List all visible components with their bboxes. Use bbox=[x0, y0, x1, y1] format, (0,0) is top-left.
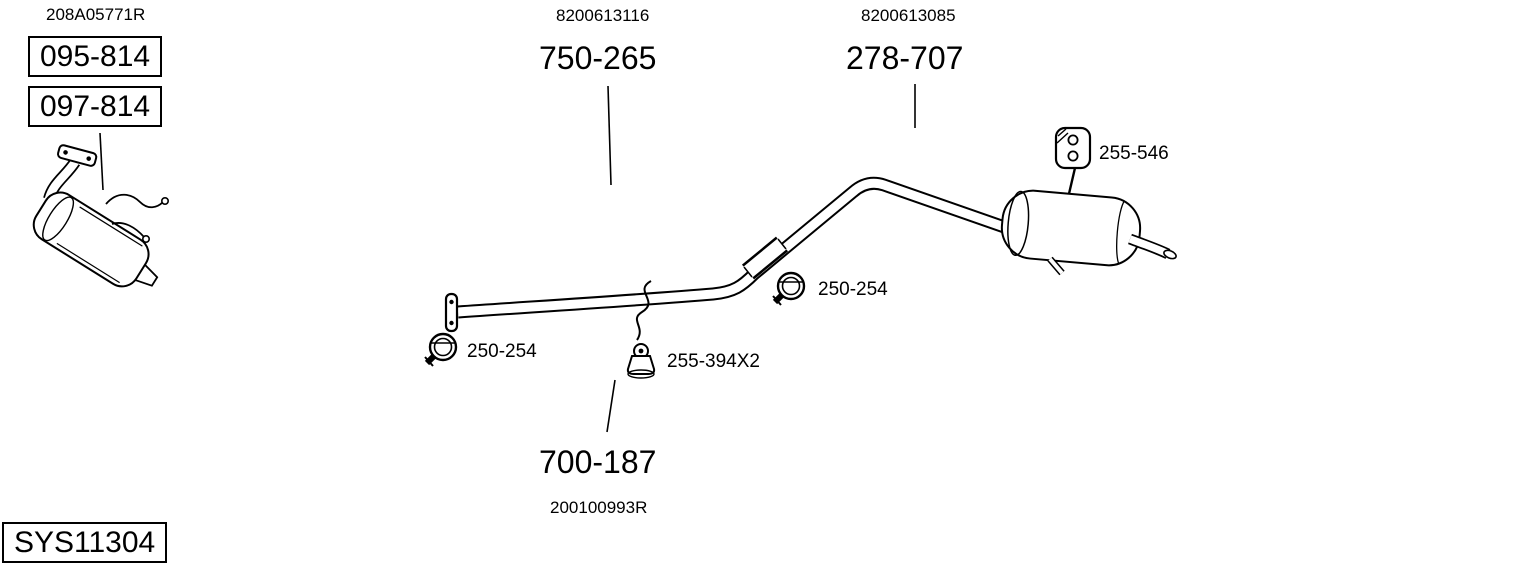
center-oe-reference: 8200613116 bbox=[556, 6, 650, 25]
leader-line-center bbox=[607, 85, 612, 186]
catalytic-converter-drawing bbox=[32, 144, 170, 288]
rear-part-number: 278-707 bbox=[846, 40, 964, 76]
rubber-hanger-icon bbox=[1054, 126, 1092, 170]
center-hanger-part-number: 255-394X2 bbox=[667, 351, 760, 372]
rear-oe-reference: 8200613085 bbox=[861, 6, 956, 25]
clamp-icon-rear bbox=[772, 271, 806, 306]
hanger-bracket-wire bbox=[636, 280, 652, 341]
system-code: SYS11304 bbox=[2, 522, 168, 563]
front-part-number-2: 097-814 bbox=[28, 86, 163, 127]
front-part-number-1: 095-814 bbox=[28, 36, 163, 77]
bottom-part-number: 700-187 bbox=[539, 444, 657, 480]
converter-body bbox=[32, 191, 159, 288]
center-part-number: 750-265 bbox=[539, 40, 657, 76]
front-oe-reference: 208A05771R bbox=[46, 5, 146, 24]
leader-line-bottom bbox=[606, 379, 616, 433]
rear-muffler-drawing bbox=[1000, 167, 1177, 276]
center-hanger-icon bbox=[626, 343, 656, 379]
leader-lines bbox=[99, 84, 916, 433]
exhaust-pipe-drawing bbox=[444, 176, 1013, 341]
rear-clamp-part-number: 250-254 bbox=[818, 279, 888, 300]
bottom-oe-reference: 200100993R bbox=[550, 498, 648, 517]
rear-hanger-part-number: 255-546 bbox=[1099, 143, 1169, 164]
oxygen-sensor-wires bbox=[105, 193, 170, 244]
leader-line-front bbox=[99, 132, 104, 191]
front-flange bbox=[444, 292, 459, 333]
inlet-flange bbox=[56, 144, 98, 167]
clamp-icon-front bbox=[424, 332, 458, 367]
front-clamp-part-number: 250-254 bbox=[467, 341, 537, 362]
pipe-joint-sleeve bbox=[741, 236, 789, 280]
